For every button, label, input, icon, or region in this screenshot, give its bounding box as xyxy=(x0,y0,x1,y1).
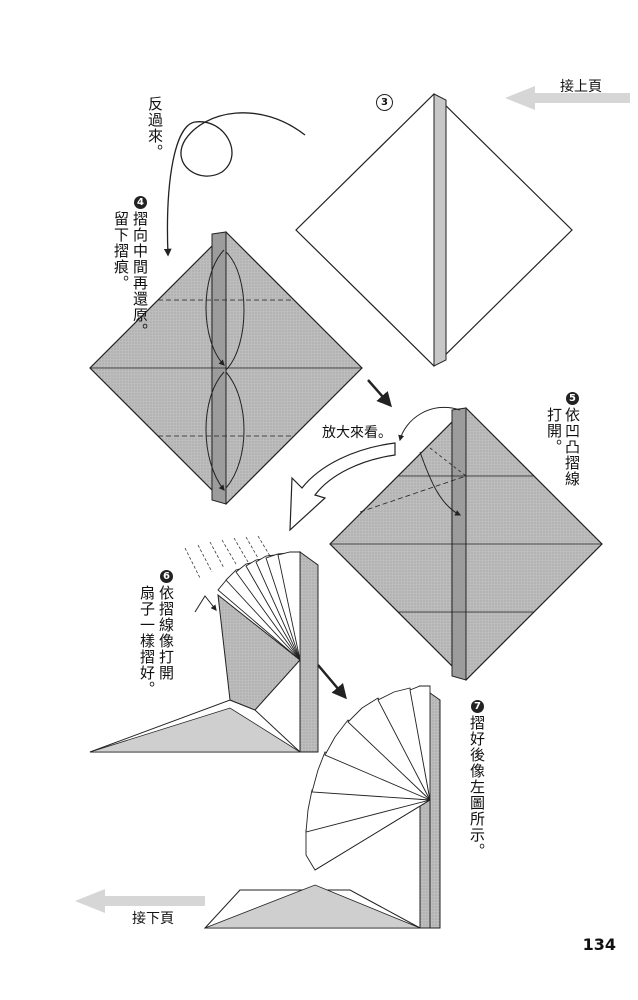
step6-instruction-2: 扇子一樣摺好。 xyxy=(138,585,156,697)
step6-instruction-1: 6 依摺線像打開 xyxy=(157,570,175,681)
step5-text-1: 依凹凸摺線 xyxy=(563,407,581,487)
step4-instruction-1: 4 摺向中間再還原。 xyxy=(131,196,149,339)
step5-instruction-1: 5 依凹凸摺線 xyxy=(563,392,581,487)
zoom-annotation: 放大來看。 xyxy=(322,425,392,441)
step4-text-1: 摺向中間再還原。 xyxy=(131,211,149,339)
step6-text-1: 依摺線像打開 xyxy=(157,585,175,681)
next-page-arrow[interactable] xyxy=(75,889,205,913)
step4-diagram xyxy=(89,231,363,505)
step4-instruction-2: 留下摺痕。 xyxy=(112,211,130,291)
step5-instruction-2: 打開。 xyxy=(545,407,563,455)
flip-arrow xyxy=(163,112,306,257)
step4-number: 4 xyxy=(134,196,147,209)
step5-number: 5 xyxy=(566,392,579,405)
prev-page-arrow[interactable] xyxy=(505,86,630,110)
step7-instruction-1: 7 摺好後像左圖所示。 xyxy=(468,700,486,859)
step3-diagram xyxy=(295,93,573,367)
step7-diagram xyxy=(203,685,441,929)
prev-page-label[interactable]: 接上頁 xyxy=(560,79,602,95)
step7-number: 7 xyxy=(471,700,484,713)
step5-diagram xyxy=(329,406,603,681)
step7-text-1: 摺好後像左圖所示。 xyxy=(468,715,486,859)
next-step-arrow-2 xyxy=(317,664,347,700)
next-page-label[interactable]: 接下頁 xyxy=(132,911,174,927)
page-number: 134 xyxy=(582,935,616,954)
step6-number: 6 xyxy=(160,570,173,583)
flip-annotation: 反過來。 xyxy=(146,96,164,160)
step6-diagram xyxy=(89,535,319,753)
next-step-arrow xyxy=(367,379,392,408)
zoom-arrow xyxy=(289,442,396,532)
step3-number: 3 xyxy=(376,94,393,111)
